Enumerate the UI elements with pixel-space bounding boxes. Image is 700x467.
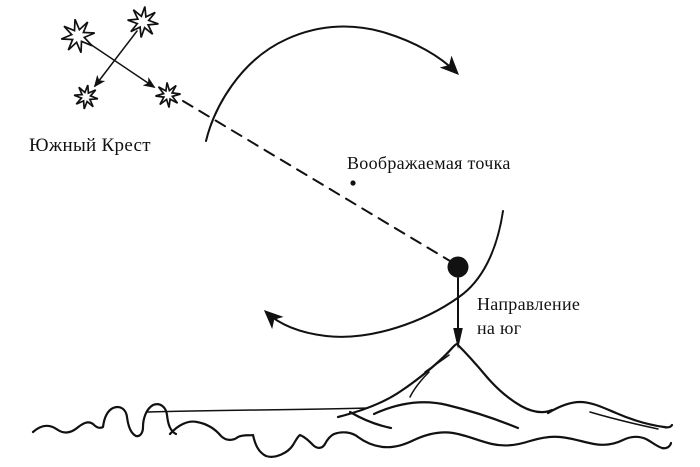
imaginary-point-dot	[447, 256, 469, 278]
terrain-wavy-line	[168, 420, 673, 458]
mountain-ridge-stroke-2	[409, 371, 430, 398]
rotation-arc-top	[205, 25, 460, 142]
right-hill-accent-stroke	[589, 411, 659, 430]
mountain-outline	[336, 342, 554, 419]
horizon-line	[147, 407, 369, 413]
cross-star-top-right-icon	[127, 6, 159, 38]
terrain-left-squiggle	[31, 403, 178, 438]
cross-star-bottom-left-icon	[73, 84, 99, 110]
imaginary-point-label: Воображаемая точка	[347, 153, 511, 173]
southern-cross-label: Южный Крест	[29, 135, 151, 156]
mountain-ridge-stroke-1	[424, 354, 450, 373]
south-direction-arrowhead-icon	[453, 328, 463, 349]
south-direction-label-line1: Направление	[477, 294, 581, 314]
rotation-arc-bottom	[263, 210, 504, 338]
imaginary-point-label-dot	[350, 180, 356, 186]
cross-axis-short-line	[93, 30, 138, 88]
cross-star-top-left-icon	[60, 18, 96, 54]
axis-extension-dashed-line	[182, 100, 451, 262]
mountain-left-base-stroke	[348, 410, 393, 430]
south-direction-label-line2: на юг	[477, 317, 522, 338]
cross-axis-long-line	[89, 43, 156, 89]
mountain-foothill-ridge	[372, 401, 520, 430]
right-hill-outline	[546, 400, 674, 429]
south-direction-label: Направление на юг	[477, 293, 580, 341]
cross-star-bottom-right-icon	[155, 82, 181, 108]
